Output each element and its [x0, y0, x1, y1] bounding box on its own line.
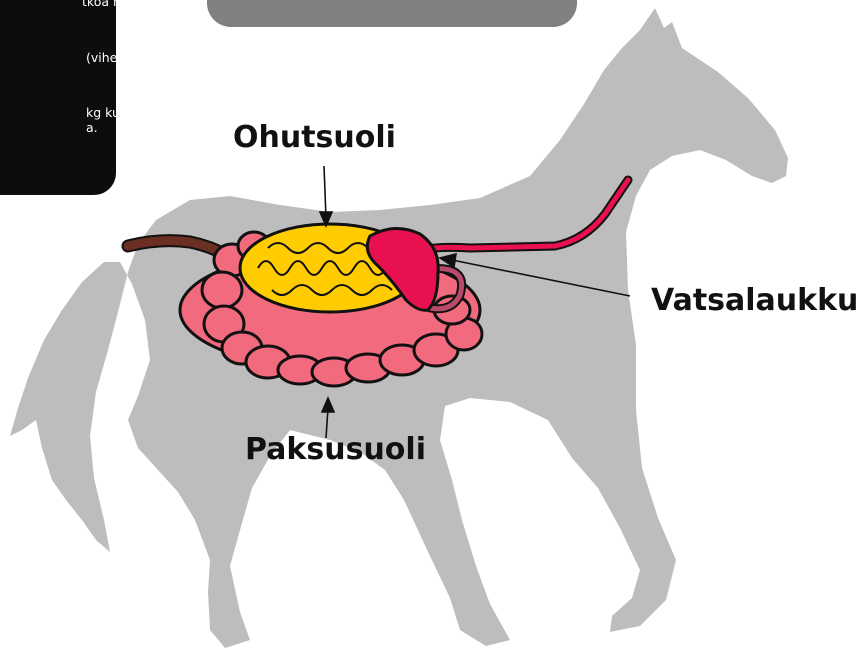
ohutsuoli-pointer: [324, 166, 326, 218]
label-ohutsuoli: Ohutsuoli: [233, 120, 396, 155]
label-vatsalaukku: Vatsalaukku: [651, 283, 858, 318]
label-paksusuoli: Paksusuoli: [245, 432, 426, 467]
